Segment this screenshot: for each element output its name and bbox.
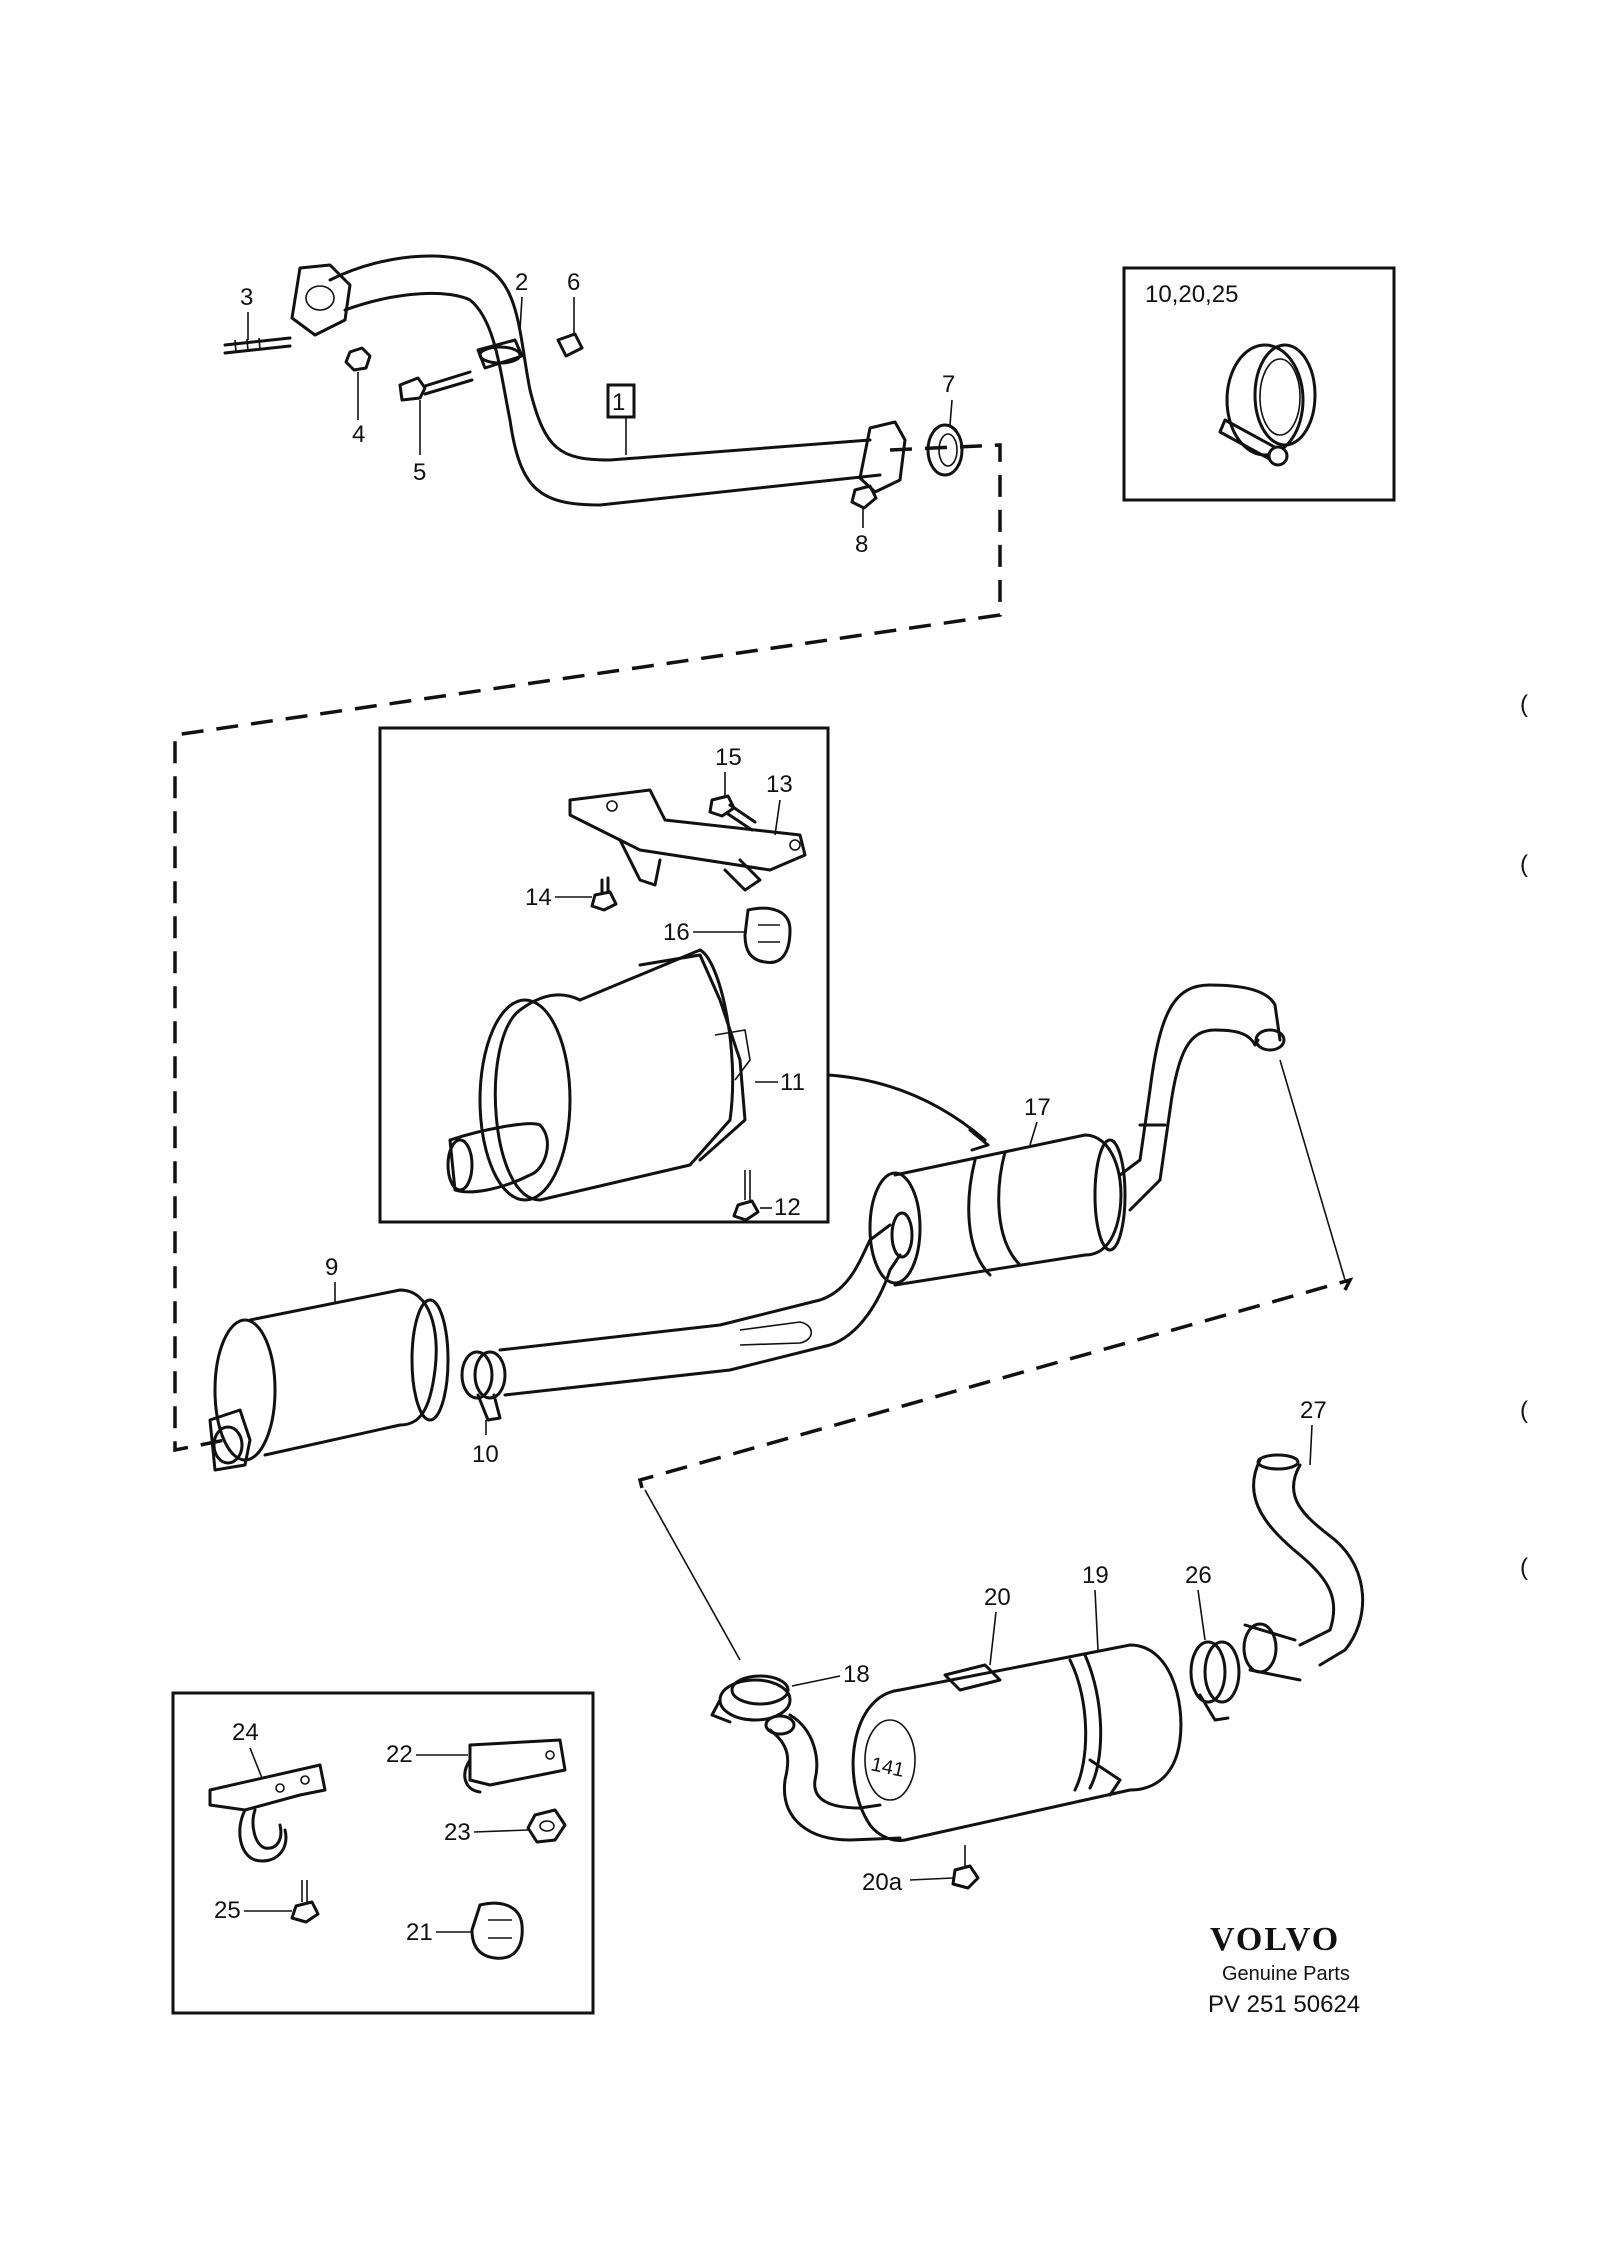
callout-24: 24 — [232, 1719, 259, 1746]
callout-14: 14 — [525, 884, 552, 911]
hanger-inset-box — [378, 726, 830, 1224]
callout-18: 18 — [843, 1661, 870, 1688]
connector-front-to-mid — [173, 443, 1002, 1453]
silencer-11 — [446, 948, 751, 1202]
nut-23 — [526, 1808, 567, 1844]
nut-20a — [951, 1845, 980, 1890]
bolt-5 — [398, 370, 474, 402]
margin-mark-1: ( — [1520, 691, 1528, 718]
arrow-inset-to-17 — [826, 1073, 987, 1142]
callout-23: 23 — [444, 1819, 471, 1846]
clamp-inset-label: 10,20,25 — [1145, 281, 1238, 308]
stud-3 — [223, 336, 292, 355]
callout-26: 26 — [1185, 1562, 1212, 1589]
callout-13: 13 — [766, 771, 793, 798]
brand-logo: VOLVO — [1210, 1921, 1340, 1958]
callout-3: 3 — [240, 284, 253, 311]
part-number: PV 251 50624 — [1208, 1991, 1360, 2018]
callout-15: 15 — [715, 744, 742, 771]
margin-mark-4: ( — [1520, 1554, 1528, 1581]
margin-mark-3: ( — [1520, 1397, 1528, 1424]
silencer-9 — [208, 1288, 450, 1472]
callout-9: 9 — [325, 1254, 338, 1281]
silencer-17 — [868, 1133, 1127, 1287]
bolt-14 — [590, 876, 618, 912]
callout-20a: 20a — [862, 1869, 903, 1896]
callout-21: 21 — [406, 1919, 433, 1946]
callout-7: 7 — [942, 371, 955, 398]
bracket-22 — [463, 1738, 567, 1794]
clamp-26 — [1189, 1640, 1241, 1722]
callout-1: 1 — [612, 389, 625, 416]
callout-20: 20 — [984, 1584, 1011, 1611]
callout-22: 22 — [386, 1741, 413, 1768]
bracket-24 — [208, 1763, 327, 1863]
clamp-inset-part — [1218, 343, 1317, 467]
callout-16: 16 — [663, 919, 690, 946]
intermediate-pipe — [498, 1223, 902, 1397]
callout-17: 17 — [1024, 1094, 1051, 1121]
callout-6: 6 — [567, 269, 580, 296]
clamp-inset-box — [1122, 266, 1396, 502]
callout-10: 10 — [472, 1441, 499, 1468]
bolt-25 — [290, 1880, 320, 1924]
callout-8: 8 — [855, 531, 868, 558]
callout-27: 27 — [1300, 1397, 1327, 1424]
callout-2: 2 — [515, 269, 528, 296]
callout-11: 11 — [780, 1069, 805, 1096]
screw-12 — [732, 1170, 760, 1222]
clamp-10 — [460, 1350, 507, 1422]
callout-5: 5 — [413, 459, 426, 486]
silencer-stamp: 141 — [869, 1753, 906, 1781]
brand-tagline: Genuine Parts — [1222, 1963, 1350, 1985]
callout-19: 19 — [1082, 1562, 1109, 1589]
callout-12: 12 — [774, 1194, 801, 1221]
bracket-13 — [568, 788, 807, 892]
connector-mid-to-rear — [637, 1277, 1354, 1501]
rubber-mount-16 — [743, 906, 792, 965]
front-pipe — [290, 254, 907, 507]
seal-ring-7 — [926, 423, 964, 477]
tail-pipe-17 — [1118, 983, 1286, 1212]
callout-1-box — [606, 383, 636, 419]
nut-6 — [556, 332, 584, 358]
margin-mark-2: ( — [1520, 851, 1528, 878]
clamp-18 — [710, 1674, 792, 1724]
bracket-inset-box — [171, 1691, 595, 2015]
callout-4: 4 — [352, 421, 365, 448]
rear-pipe-27 — [1242, 1453, 1365, 1682]
nut-8 — [850, 484, 878, 510]
inlet-pipe-19 — [764, 1713, 902, 1842]
nut-4 — [344, 346, 372, 372]
rubber-mount-21 — [470, 1901, 524, 1960]
silencer-19 — [851, 1643, 1183, 1842]
callout-25: 25 — [214, 1897, 241, 1924]
